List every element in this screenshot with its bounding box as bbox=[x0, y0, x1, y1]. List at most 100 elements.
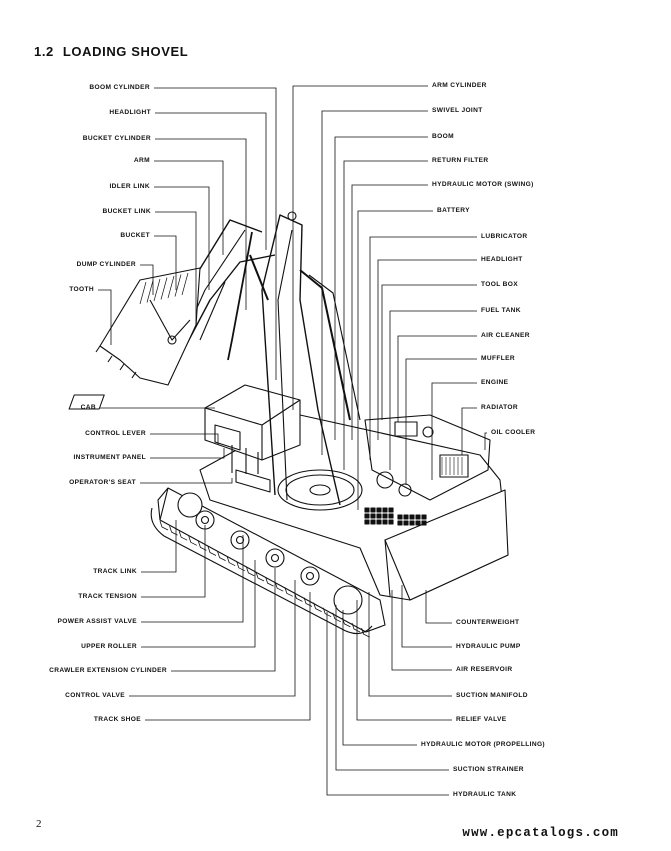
label-left-instrument-panel: INSTRUMENT PANEL bbox=[73, 454, 146, 461]
leader-right bbox=[326, 612, 449, 796]
label-left-boom-cylinder: BOOM CYLINDER bbox=[89, 84, 150, 91]
leader-right bbox=[357, 210, 433, 510]
tooth bbox=[95, 345, 137, 379]
label-left-operator-s-seat: OPERATOR'S SEAT bbox=[69, 479, 136, 486]
road-wheel bbox=[265, 548, 285, 568]
leader-left bbox=[155, 138, 247, 310]
label-right-battery: BATTERY bbox=[437, 207, 470, 214]
leader-right bbox=[343, 160, 428, 470]
control-levers bbox=[231, 445, 259, 474]
label-right-counterweight: COUNTERWEIGHT bbox=[456, 619, 520, 626]
idler-link bbox=[199, 281, 226, 341]
leader-left bbox=[98, 289, 112, 345]
label-left-track-link: TRACK LINK bbox=[93, 568, 137, 575]
bucket-cylinder bbox=[227, 231, 253, 361]
label-left-upper-roller: UPPER ROLLER bbox=[81, 643, 137, 650]
label-left-tooth: TOOTH bbox=[69, 286, 94, 293]
leader-right bbox=[484, 432, 487, 450]
label-left-dump-cylinder: DUMP CYLINDER bbox=[76, 261, 136, 268]
leader-left bbox=[140, 478, 233, 484]
label-left-bucket: BUCKET bbox=[120, 232, 150, 239]
label-right-arm-cylinder: ARM CYLINDER bbox=[432, 82, 487, 89]
leader-right bbox=[334, 136, 428, 440]
swivel-joint bbox=[309, 484, 331, 496]
label-right-suction-manifold: SUCTION MANIFOLD bbox=[456, 692, 528, 699]
label-left-crawler-extension-cylinder: CRAWLER EXTENSION CYLINDER bbox=[49, 667, 167, 674]
leader-right bbox=[292, 85, 428, 410]
crawler-track-end bbox=[157, 487, 169, 521]
label-right-boom: BOOM bbox=[432, 133, 454, 140]
label-right-hydraulic-motor-propelling: HYDRAULIC MOTOR (PROPELLING) bbox=[421, 741, 545, 748]
label-left-control-valve: CONTROL VALVE bbox=[65, 692, 125, 699]
footer-watermark: www.epcatalogs.com bbox=[462, 826, 619, 840]
leader-right bbox=[342, 610, 417, 746]
leader-left bbox=[171, 568, 276, 672]
label-right-suction-strainer: SUCTION STRAINER bbox=[453, 766, 524, 773]
label-right-return-filter: RETURN FILTER bbox=[432, 157, 489, 164]
leader-right bbox=[405, 358, 477, 485]
label-left-bucket-link: BUCKET LINK bbox=[102, 208, 151, 215]
leader-left bbox=[140, 264, 154, 295]
leader-right bbox=[369, 236, 477, 460]
leader-left bbox=[155, 211, 197, 325]
section-title: 1.2 LOADING SHOVEL bbox=[34, 44, 188, 59]
leader-right bbox=[391, 590, 452, 671]
label-left-track-shoe: TRACK SHOE bbox=[93, 716, 141, 723]
track-shoe-row bbox=[150, 507, 373, 635]
leader-right bbox=[381, 284, 477, 420]
label-right-radiator: RADIATOR bbox=[481, 404, 518, 411]
leader-left bbox=[141, 535, 244, 623]
leader-right bbox=[335, 605, 449, 771]
leader-right bbox=[356, 600, 452, 721]
leader-right bbox=[461, 407, 477, 455]
leader-left bbox=[155, 112, 267, 250]
page-number: 2 bbox=[36, 818, 42, 830]
label-left-control-lever: CONTROL LEVER bbox=[85, 430, 146, 437]
leader-right bbox=[389, 310, 477, 470]
headlight-boom bbox=[287, 211, 297, 221]
label-left-idler-link: IDLER LINK bbox=[109, 183, 150, 190]
label-right-lubricator: LUBRICATOR bbox=[481, 233, 528, 240]
counterweight-block bbox=[384, 489, 509, 601]
label-left-power-assist-valve: POWER ASSIST VALVE bbox=[57, 618, 137, 625]
leader-left bbox=[141, 520, 177, 573]
leader-left bbox=[141, 560, 256, 648]
idler-wheel bbox=[177, 492, 203, 518]
swing-bearing bbox=[277, 469, 363, 511]
label-right-oil-cooler: OIL COOLER bbox=[491, 429, 536, 436]
leader-left bbox=[154, 235, 177, 290]
leader-right bbox=[431, 382, 477, 480]
cab-window bbox=[68, 394, 105, 410]
leader-right bbox=[401, 585, 452, 648]
leader-right bbox=[351, 184, 428, 440]
engine-compartment bbox=[364, 414, 491, 501]
leader-left bbox=[141, 525, 206, 598]
label-left-cab: CAB bbox=[80, 404, 96, 411]
section-heading: LOADING SHOVEL bbox=[62, 44, 189, 59]
leader-left bbox=[154, 87, 277, 380]
label-right-air-cleaner: AIR CLEANER bbox=[481, 332, 530, 339]
bucket-link-pin bbox=[167, 335, 177, 345]
label-right-hydraulic-motor-swing: HYDRAULIC MOTOR (SWING) bbox=[432, 181, 534, 188]
label-right-fuel-tank: FUEL TANK bbox=[481, 307, 521, 314]
label-right-hydraulic-pump: HYDRAULIC PUMP bbox=[456, 643, 521, 650]
dump-cylinder bbox=[149, 299, 191, 341]
label-right-air-reservoir: AIR RESERVOIR bbox=[456, 666, 513, 673]
label-left-arm: ARM bbox=[133, 157, 150, 164]
headlight-deck bbox=[422, 426, 434, 438]
boom-cylinder bbox=[249, 254, 269, 301]
leader-left bbox=[145, 592, 311, 721]
leader-right bbox=[397, 335, 477, 422]
leader-right bbox=[377, 259, 477, 440]
section-number: 1.2 bbox=[34, 44, 54, 59]
road-wheel bbox=[300, 566, 320, 586]
label-left-bucket-cylinder: BUCKET CYLINDER bbox=[82, 135, 151, 142]
leader-left bbox=[150, 433, 219, 445]
label-right-engine: ENGINE bbox=[481, 379, 509, 386]
leader-right bbox=[425, 590, 452, 624]
leader-lines bbox=[98, 85, 487, 796]
drive-sprocket bbox=[333, 585, 363, 615]
label-right-hydraulic-tank: HYDRAULIC TANK bbox=[453, 791, 517, 798]
